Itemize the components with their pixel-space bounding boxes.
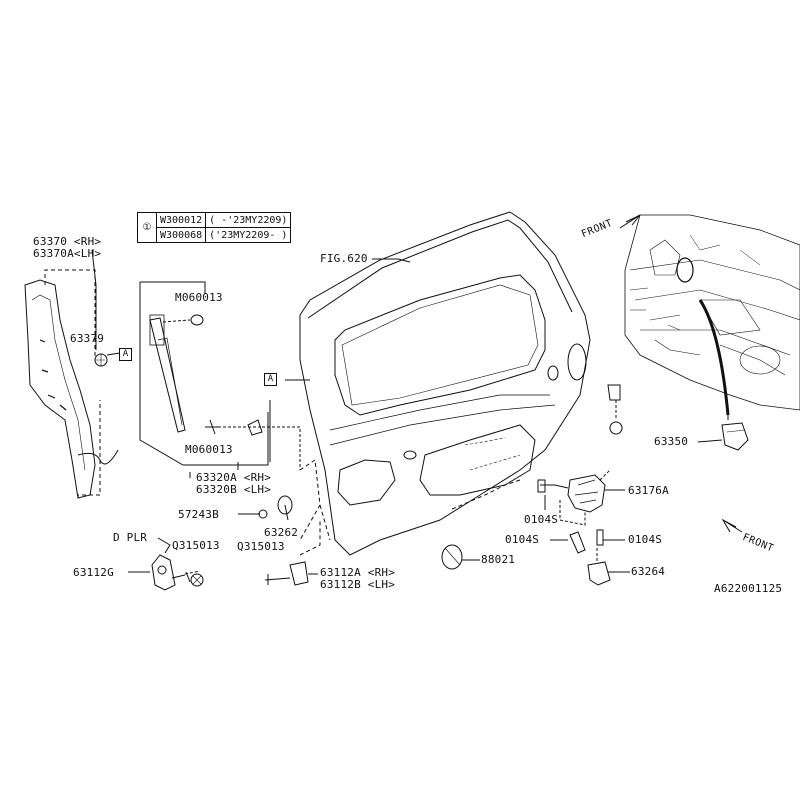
part-label-63112b: 63112B <LH> bbox=[320, 578, 396, 591]
note-range: ( -'23MY2209) bbox=[205, 212, 292, 228]
part-label-63320b: 63320B <LH> bbox=[196, 483, 272, 496]
front-arrow-icon bbox=[721, 518, 743, 533]
part-label-63370a: 63370A<LH> bbox=[33, 247, 102, 260]
note-row: ① W300012 ( -'23MY2209) bbox=[137, 212, 292, 243]
liftgate-panel bbox=[299, 211, 591, 556]
part-label-m060013-bottom: M060013 bbox=[185, 443, 233, 456]
part-label-63176a: 63176A bbox=[628, 484, 669, 497]
part-label-63262: 63262 bbox=[264, 526, 299, 539]
front-arrow-icon bbox=[619, 214, 641, 229]
part-label-q315013-mid: Q315013 bbox=[237, 540, 285, 553]
liftgate-window bbox=[334, 274, 546, 416]
part-label-88021: 88021 bbox=[481, 553, 516, 566]
note-table: ① W300012 ( -'23MY2209) W300068 ('23MY22… bbox=[137, 212, 292, 243]
part-label-0104s: 0104S bbox=[628, 533, 663, 546]
part-label-63112a: 63112A <RH> bbox=[320, 566, 396, 579]
vehicle-inset bbox=[624, 214, 800, 411]
part-label-63370: 63370 <RH> bbox=[33, 235, 102, 248]
part-label-63112g: 63112G bbox=[73, 566, 114, 579]
reference-marker-a: A bbox=[264, 373, 277, 386]
note-range: ('23MY2209- ) bbox=[205, 227, 292, 243]
part-label-63379: 63379 bbox=[70, 332, 105, 345]
part-label-63320a: 63320A <RH> bbox=[196, 471, 272, 484]
part-label-q315013-left: Q315013 bbox=[172, 539, 220, 552]
part-label-63350: 63350 bbox=[654, 435, 689, 448]
part-label-fig620: FIG.620 bbox=[320, 252, 368, 265]
part-label-57243b: 57243B bbox=[178, 508, 219, 521]
latch-assembly bbox=[567, 474, 606, 513]
note-part: W300068 bbox=[155, 227, 207, 243]
part-label-d-plr: D PLR bbox=[113, 531, 148, 544]
part-label-m060013-top: M060013 bbox=[175, 291, 223, 304]
note-marker: ① bbox=[137, 212, 157, 243]
note-row: W300068 ('23MY2209- ) bbox=[138, 227, 292, 243]
reference-marker-a: A bbox=[119, 348, 132, 361]
note-part: W300012 bbox=[155, 212, 207, 228]
side-trim-strip bbox=[24, 279, 96, 499]
figure-code: A622001125 bbox=[714, 582, 783, 595]
bracket-63112g bbox=[151, 554, 176, 591]
part-label-63264: 63264 bbox=[631, 565, 666, 578]
part-label-0104s: 0104S bbox=[505, 533, 540, 546]
part-label-0104s: 0104S bbox=[524, 513, 559, 526]
